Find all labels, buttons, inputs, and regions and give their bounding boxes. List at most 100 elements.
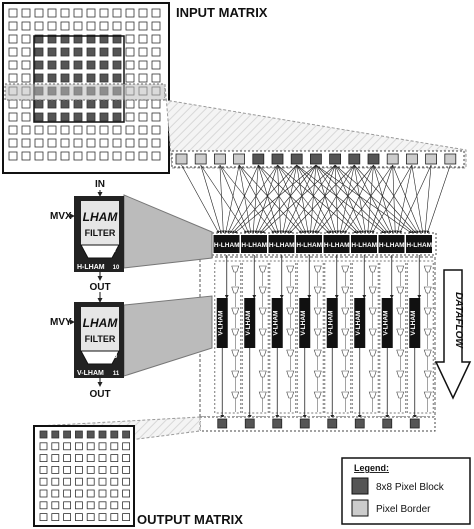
pixel-block [47, 47, 57, 57]
output-pixel-empty [110, 465, 119, 474]
crossbar-wire [296, 164, 310, 234]
v-lham-unit [381, 298, 393, 348]
crossbar-wire [344, 164, 393, 234]
pixel-border [73, 151, 83, 161]
row-pixel-block [348, 153, 361, 165]
output-pixel-empty [98, 501, 107, 510]
pixel-border [99, 125, 109, 135]
dataflow-label: DATAFLOW [453, 292, 464, 349]
shift-register-cell [258, 265, 267, 273]
h-lham-unit [213, 235, 240, 253]
pixel-block [47, 99, 57, 109]
shift-register-cell [313, 370, 322, 378]
output-pixel-empty [51, 501, 60, 510]
shift-register-cell [341, 328, 350, 336]
shift-register-cell [368, 391, 377, 399]
crossbar-wire [281, 164, 297, 234]
crossbar-wire [257, 164, 297, 234]
crossbar-wire [227, 164, 259, 234]
crossbar-wire [354, 164, 417, 234]
crossbar-wire [258, 164, 304, 234]
crossbar-wire [315, 164, 387, 234]
crossbar-wire [334, 164, 415, 234]
pixel-block [112, 112, 122, 122]
pixel-block [99, 47, 109, 57]
crossbar-wire [258, 164, 330, 234]
crossbar-wire [277, 164, 332, 234]
v-lham-unit-label: V-LHAM [245, 311, 252, 336]
pixel-block [60, 99, 70, 109]
shift-register-cell [341, 391, 350, 399]
crossbar-wire [224, 164, 240, 234]
crossbar-wire [392, 164, 421, 234]
pixel-border [8, 60, 18, 70]
crossbar-wire [261, 164, 336, 234]
shift-register-cell [396, 349, 405, 357]
crossbar-wire [238, 164, 277, 234]
output-pixel-empty [98, 454, 107, 463]
crossbar-wire [200, 164, 247, 234]
v-lham-unit-label: V-LHAM [217, 311, 224, 336]
crossbar-wire [366, 164, 374, 234]
input-highlight-frame [33, 35, 125, 123]
crossbar-wire [372, 164, 413, 234]
crossbar-wire [315, 164, 412, 234]
shift-register-cell [286, 391, 295, 399]
h-lham-unit-label: H-LHAM [241, 242, 267, 249]
output-pixel-empty [63, 489, 71, 498]
v-filter-n2: 10 [111, 354, 118, 360]
output-pixel-empty [110, 442, 119, 451]
pixel-border [112, 21, 122, 31]
pixel-border [8, 112, 18, 122]
dataflow-arrow: DATAFLOW [434, 269, 472, 400]
shift-register-cell [231, 328, 240, 336]
pixel-border [99, 151, 109, 161]
shift-register-cell [368, 286, 377, 294]
crossbar-wire [373, 164, 394, 234]
output-pixel-empty [51, 454, 60, 463]
row-pixel-block [367, 153, 380, 165]
pixel-border [125, 73, 135, 83]
shift-register-cell [258, 370, 267, 378]
crossbar-wire [277, 164, 283, 234]
v-filter-n1: 11 [89, 354, 96, 360]
shift-register-cell [231, 265, 240, 273]
pixel-border [21, 138, 31, 148]
crossbar-wire [277, 164, 307, 234]
pixel-border [21, 47, 31, 57]
crossbar-wire [234, 164, 317, 234]
pixel-border [34, 21, 44, 31]
pixel-border [125, 47, 135, 57]
pixel-block [47, 60, 57, 70]
pixel-border [138, 21, 148, 31]
pixel-block [47, 34, 57, 44]
pixel-border [138, 8, 148, 18]
output-pixel-empty [63, 454, 71, 463]
pixel-border [73, 138, 83, 148]
h-filter-lham-text: LHAM [83, 210, 119, 224]
output-pixel-empty [98, 465, 107, 474]
pixel-border [151, 151, 161, 161]
v-filter-mv-label: MVY [50, 317, 72, 328]
row-pixel-border [233, 153, 246, 165]
pixel-border [151, 125, 161, 135]
pixel-block [86, 73, 96, 83]
crossbar-wire [399, 164, 432, 234]
output-pixel-block [75, 430, 83, 439]
pixel-block [86, 34, 96, 44]
pixel-block [86, 99, 96, 109]
pixel-border [138, 125, 148, 135]
crossbar-interconnect [181, 164, 451, 234]
output-pixel-empty [86, 477, 95, 486]
pixel-border [99, 8, 109, 18]
v-lham-column: V-LHAM [379, 255, 407, 419]
output-pixel-empty [51, 513, 60, 521]
crossbar-wire [426, 164, 451, 234]
shift-register-cell [286, 286, 295, 294]
output-buffer [199, 416, 436, 432]
row-pixel-border [194, 153, 207, 165]
pixel-border [86, 8, 96, 18]
pixel-block [86, 47, 96, 57]
pixel-border [21, 99, 31, 109]
h-lham-unit-label: H-LHAM [406, 242, 432, 249]
